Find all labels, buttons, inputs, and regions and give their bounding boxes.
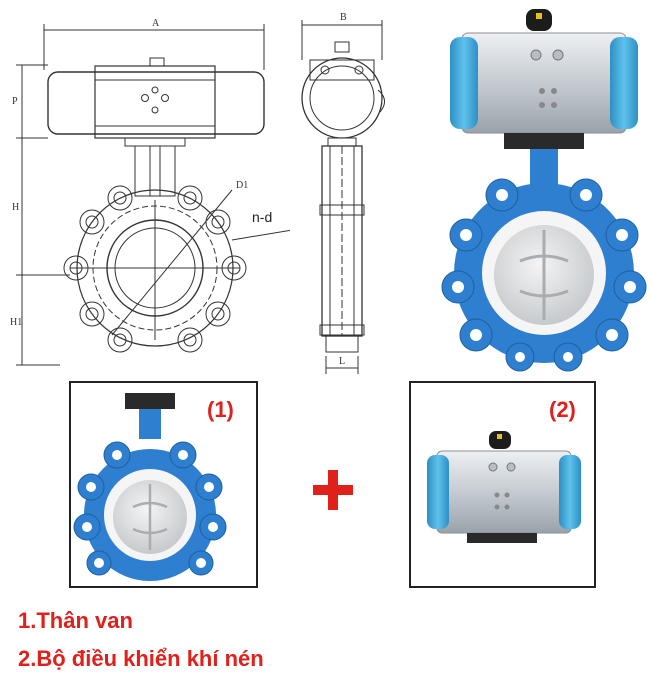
dim-d1-label: D1 [236, 180, 248, 191]
nd-label: n-d [252, 209, 272, 225]
part1-tag: (1) [207, 397, 234, 422]
assembled-valve-photo [441, 9, 647, 372]
dim-l-label: L [339, 356, 345, 367]
side-view-drawing: B L [301, 12, 385, 374]
part1-panel: (1) [69, 381, 258, 588]
part2-tag: (2) [549, 397, 576, 422]
front-view-drawing: A P H H1 D1 n-d [10, 18, 290, 366]
actuator-photo [427, 431, 581, 543]
caption-line2: 2.Bộ điều khiển khí nén [18, 646, 264, 671]
part2-panel: (2) [409, 381, 596, 588]
caption-line1: 1.Thân van [18, 608, 133, 633]
dim-p-label: P [12, 96, 18, 107]
dim-a-label: A [152, 18, 160, 29]
dim-h1-label: H1 [10, 317, 22, 328]
plus-icon [313, 470, 353, 510]
valve-body-photo [73, 393, 227, 581]
dim-h-label: H [12, 202, 19, 213]
dim-b-label: B [340, 12, 347, 23]
